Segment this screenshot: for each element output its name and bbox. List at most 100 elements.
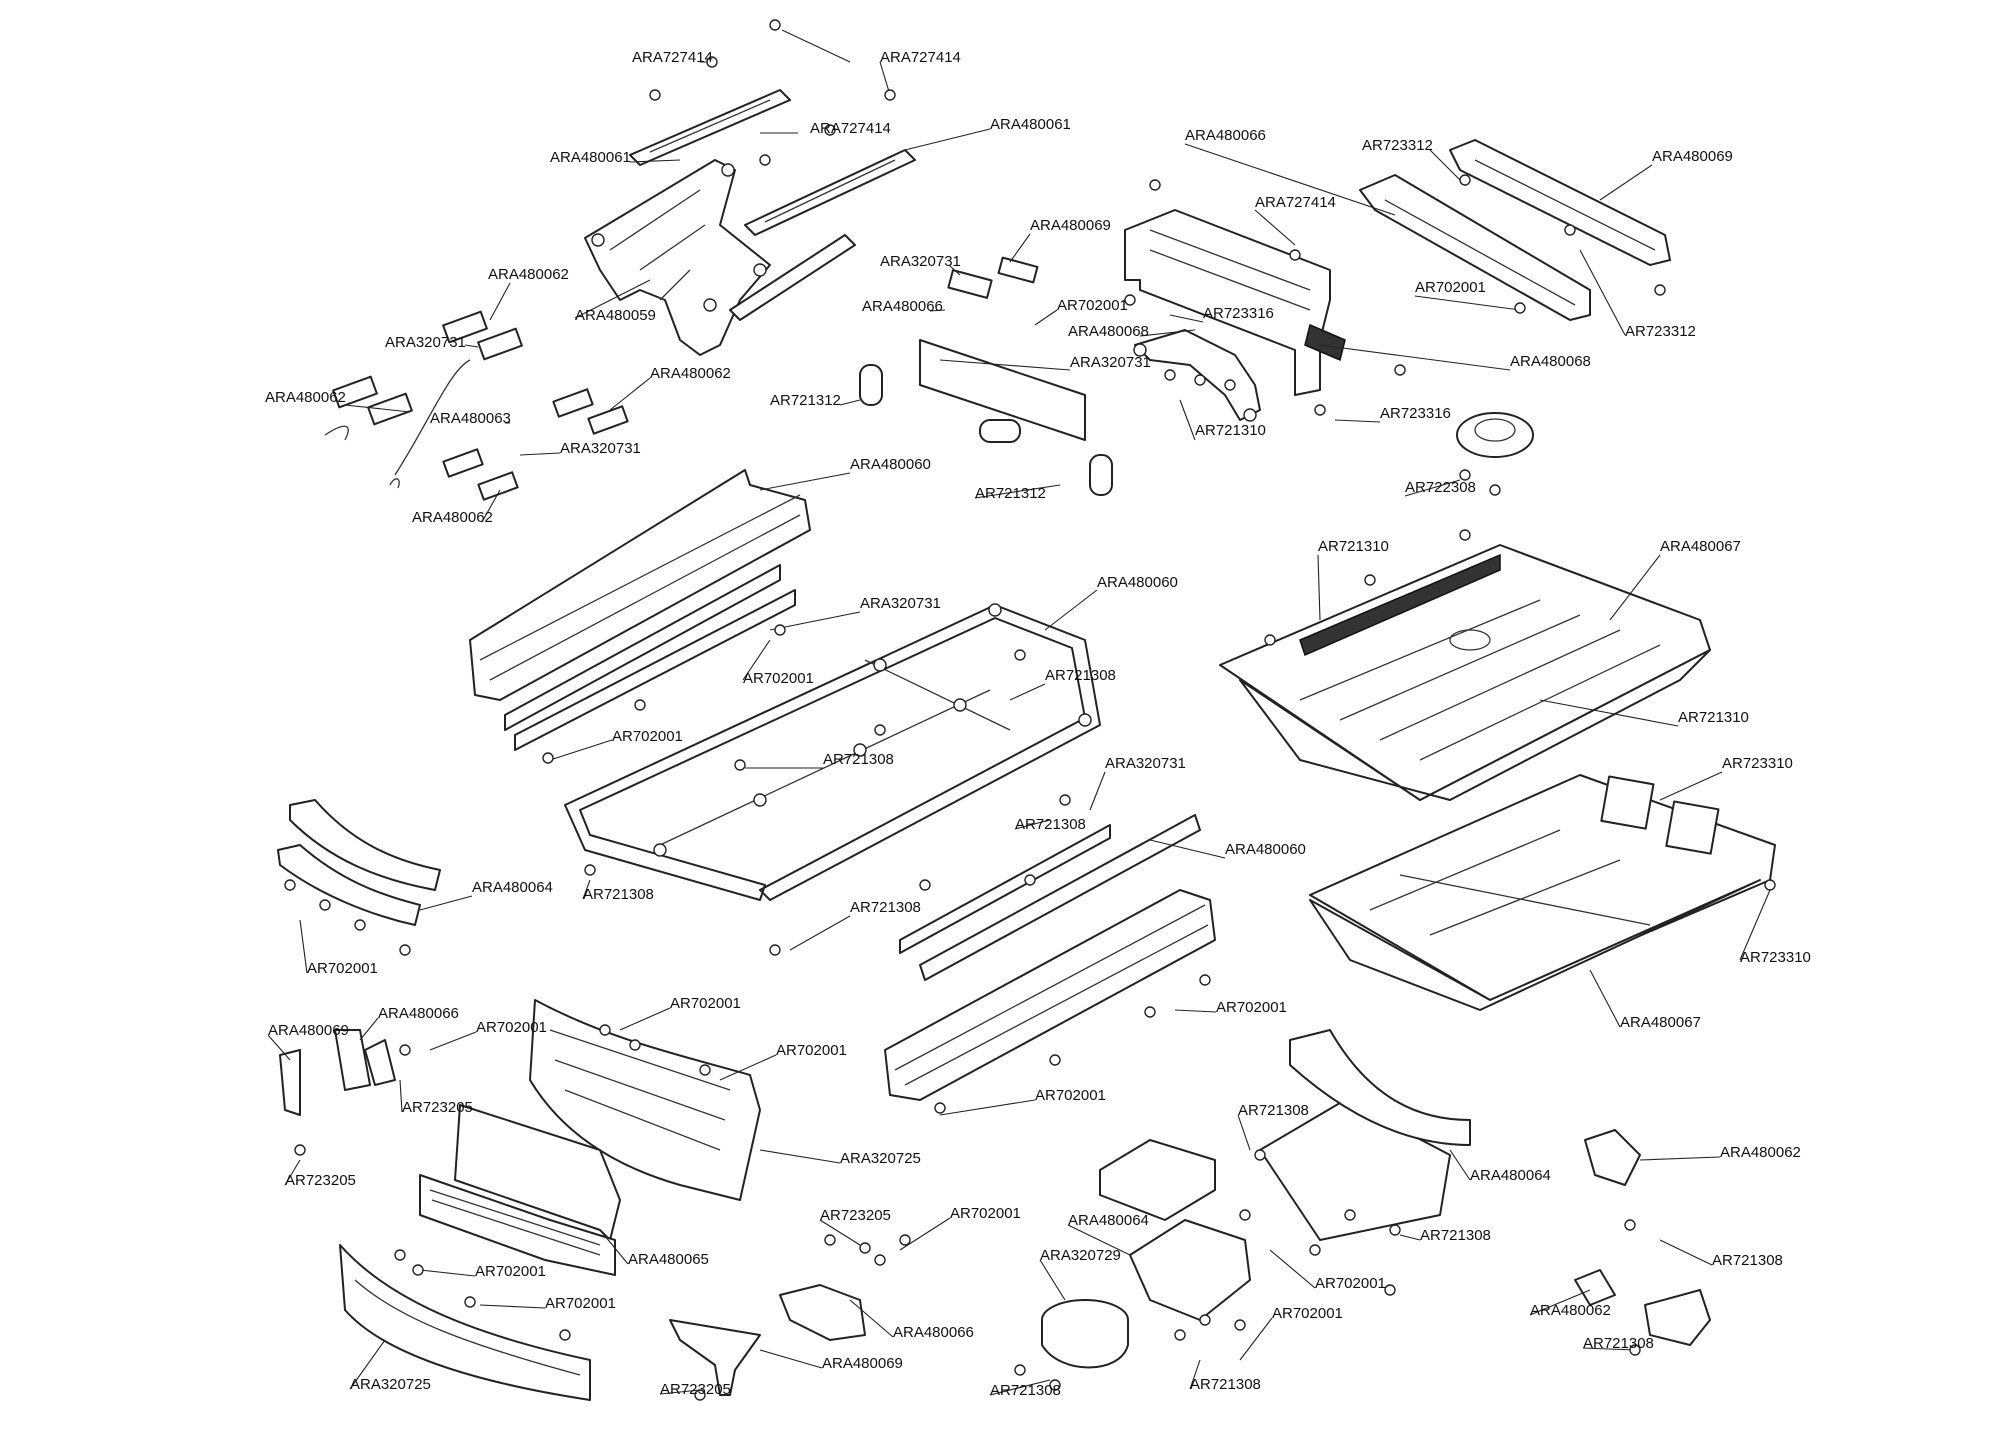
part-number-label: AR702001	[1272, 1305, 1343, 1322]
part-number-label: AR721308	[850, 899, 921, 916]
part-skid-bar-upper	[629, 89, 791, 166]
part-number-label: AR723205	[660, 1381, 731, 1398]
part-number-label: AR721310	[1195, 422, 1266, 439]
part-number-label: AR702001	[1057, 297, 1128, 314]
part-number-label: AR702001	[476, 1019, 547, 1036]
part-number-label: AR702001	[776, 1042, 847, 1059]
part-number-label: ARA480060	[1097, 574, 1178, 591]
part-number-label: ARA320731	[880, 253, 961, 270]
part-number-label: ARA480061	[990, 116, 1071, 133]
part-number-label: AR702001	[1216, 999, 1287, 1016]
part-number-label: AR721312	[770, 392, 841, 409]
part-bed-side-rail-left	[469, 469, 811, 751]
part-bed-side-rail-right	[884, 814, 1216, 1101]
part-number-label: AR721308	[1045, 667, 1116, 684]
part-number-label: AR722308	[1405, 479, 1476, 496]
part-number-label: AR723312	[1362, 137, 1433, 154]
part-number-label: AR702001	[670, 995, 741, 1012]
part-spare-tire-mount	[1456, 412, 1534, 458]
part-number-label: ARA480068	[1068, 323, 1149, 340]
part-number-label: ARA480060	[850, 456, 931, 473]
part-number-label: ARA727414	[880, 49, 961, 66]
part-number-label: AR702001	[307, 960, 378, 977]
part-number-label: ARA727414	[1255, 194, 1336, 211]
part-bumper-mount	[584, 159, 771, 356]
part-number-label: AR721308	[1583, 1335, 1654, 1352]
part-number-label: ARA480069	[268, 1022, 349, 1039]
part-number-label: AR702001	[1415, 279, 1486, 296]
part-number-label: ARA727414	[632, 49, 713, 66]
part-number-label: ARA480063	[430, 410, 511, 427]
part-bed-frame-tube	[564, 603, 1101, 901]
part-number-label: AR702001	[545, 1295, 616, 1312]
part-side-step-left	[279, 1029, 396, 1116]
part-inner-tub	[1309, 774, 1776, 1011]
part-number-label: ARA480066	[862, 298, 943, 315]
part-tail-light-left	[669, 1284, 866, 1396]
part-number-label: AR702001	[475, 1263, 546, 1280]
part-number-label: ARA480066	[1185, 127, 1266, 144]
part-number-label: ARA480067	[1660, 538, 1741, 555]
part-number-label: ARA480064	[1068, 1212, 1149, 1229]
part-roof-panel-right	[1259, 1029, 1471, 1241]
part-number-label: ARA480064	[1470, 1167, 1551, 1184]
part-number-label: ARA320731	[385, 334, 466, 351]
part-number-label: ARA320731	[560, 440, 641, 457]
part-tailgate-trim	[277, 799, 441, 926]
part-number-label: AR723310	[1740, 949, 1811, 966]
screw-fasteners	[284, 19, 1776, 1401]
part-number-label: AR723205	[285, 1172, 356, 1189]
part-number-label: ARA320725	[840, 1150, 921, 1167]
part-number-label: AR721308	[1015, 816, 1086, 833]
part-cross-link	[729, 234, 856, 321]
part-number-label: ARA320731	[860, 595, 941, 612]
part-number-label: ARA727414	[810, 120, 891, 137]
part-hood-scoop	[1099, 1139, 1216, 1221]
part-number-label: AR723316	[1380, 405, 1451, 422]
part-number-label: AR702001	[1315, 1275, 1386, 1292]
part-number-label: ARA480069	[1030, 217, 1111, 234]
part-number-label: ARA480069	[1652, 148, 1733, 165]
part-number-label: ARA480062	[265, 389, 346, 406]
part-number-label: AR721310	[1318, 538, 1389, 555]
part-number-label: AR721308	[990, 1382, 1061, 1399]
part-skid-bar-lower	[744, 149, 916, 236]
part-number-label: AR721310	[1678, 709, 1749, 726]
part-number-label: AR721312	[975, 485, 1046, 502]
part-bed-tub	[1219, 544, 1711, 801]
part-spare-carrier	[1041, 1219, 1251, 1369]
part-number-label: AR723205	[820, 1207, 891, 1224]
part-number-label: ARA480068	[1510, 353, 1591, 370]
part-number-label: ARA480066	[378, 1005, 459, 1022]
part-number-label: ARA480062	[488, 266, 569, 283]
leader-lines	[267, 29, 1771, 1396]
part-headlight-housing	[419, 1104, 621, 1276]
part-number-label: ARA320729	[1040, 1247, 1121, 1264]
part-number-label: AR721308	[823, 751, 894, 768]
part-number-label: ARA480065	[628, 1251, 709, 1268]
part-roof-light-bar	[1124, 209, 1346, 396]
part-number-label: ARA480062	[650, 365, 731, 382]
part-number-label: AR721308	[1420, 1227, 1491, 1244]
part-number-label: ARA320725	[350, 1376, 431, 1393]
part-number-label: ARA480067	[1620, 1014, 1701, 1031]
part-number-label: AR723310	[1722, 755, 1793, 772]
part-number-label: AR702001	[743, 670, 814, 687]
part-number-label: AR721308	[1712, 1252, 1783, 1269]
part-number-label: ARA320731	[1105, 755, 1186, 772]
part-side-rail-upper-right	[1359, 139, 1671, 321]
part-number-label: AR723312	[1625, 323, 1696, 340]
part-number-label: ARA480062	[1530, 1302, 1611, 1319]
part-clip-set-upper-left	[324, 310, 629, 501]
part-number-label: ARA480059	[575, 307, 656, 324]
part-number-label: AR723205	[402, 1099, 473, 1116]
part-tail-light-right	[1574, 1129, 1711, 1346]
part-number-label: ARA480062	[412, 509, 493, 526]
part-number-label: AR702001	[950, 1205, 1021, 1222]
part-number-label: ARA480061	[550, 149, 631, 166]
part-number-label: AR721308	[1238, 1102, 1309, 1119]
part-link-plates	[859, 256, 1113, 496]
